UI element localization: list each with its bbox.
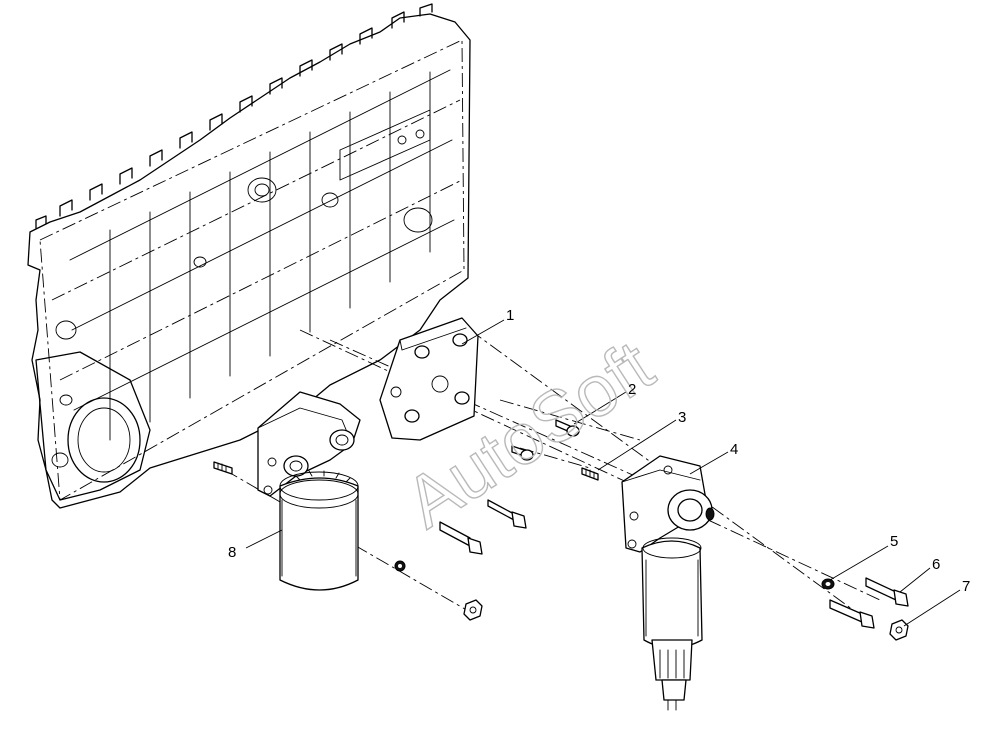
part-4-fuel-filter (621, 455, 715, 711)
part-1-bracket-plate (379, 317, 479, 441)
callout-labels: 1 2 3 4 5 6 7 8 (228, 307, 970, 595)
bolt-long-b (439, 521, 483, 555)
leader-lines (245, 319, 961, 627)
callout-7: 7 (962, 578, 970, 595)
callout-2: 2 (628, 381, 636, 398)
part-7-nut (889, 619, 909, 641)
part-3-stud (581, 467, 599, 481)
callout-8: 8 (228, 544, 236, 561)
stud-left (213, 461, 233, 475)
washer-left (394, 560, 406, 572)
bolt-lower-right (829, 599, 875, 629)
bolt-long-a (487, 499, 527, 529)
part-2-bolt (555, 419, 580, 437)
callout-1: 1 (506, 307, 514, 324)
part-6-bolt (865, 577, 909, 607)
callout-5: 5 (890, 533, 898, 550)
callout-4: 4 (730, 441, 738, 458)
nut-left (463, 599, 483, 621)
callout-6: 6 (932, 556, 940, 573)
bolt-small-a (511, 445, 534, 461)
part-8-oil-filter (257, 391, 361, 591)
callout-3: 3 (678, 409, 686, 426)
part-5-washer (821, 578, 835, 590)
engine-block (27, 3, 471, 509)
